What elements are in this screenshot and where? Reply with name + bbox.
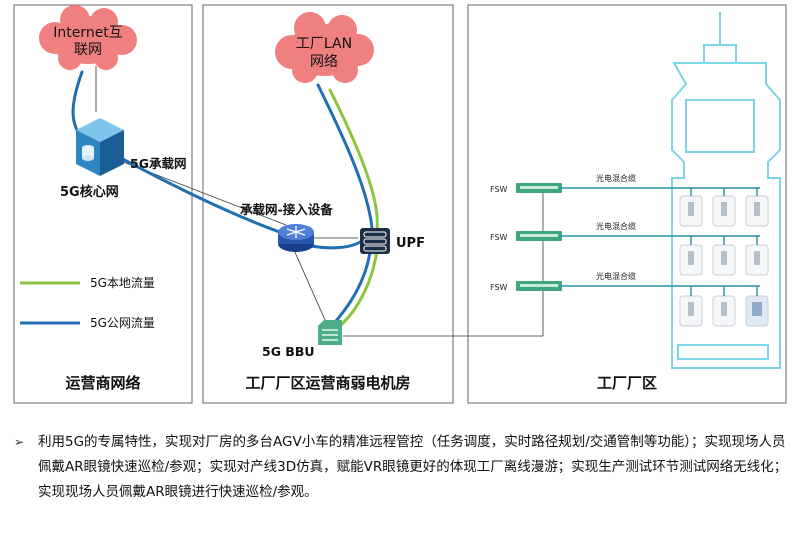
fsw-label-3: FSW [490, 283, 508, 292]
zone-operator-frame [13, 4, 193, 404]
bbu-label: 5G BBU [262, 344, 315, 359]
internet-cloud-label-line2: 联网 [74, 42, 102, 58]
cable-links [562, 187, 760, 296]
fsw-label-2: FSW [490, 233, 508, 242]
zone-factory-frame [467, 4, 787, 404]
blue-public-flow [71, 70, 374, 332]
lan-cloud-label-line2: 网络 [310, 54, 338, 70]
fsw-label-1: FSW [490, 185, 508, 194]
zone-operator-caption: 运营商网络 [65, 374, 140, 392]
5g-core-icon [76, 118, 124, 176]
thin-links [95, 66, 544, 337]
factory-building [671, 12, 781, 369]
core-label: 5G核心网 [60, 184, 119, 200]
legend-public-label: 5G公网流量 [90, 316, 155, 330]
zone-weak-room-frame [202, 4, 454, 404]
fsw-switch-ports [520, 186, 558, 287]
upf-label: UPF [396, 236, 425, 251]
access-point-antennas [688, 202, 762, 316]
lan-cloud-label-line1: 工厂LAN [296, 36, 352, 52]
bbu-icon [318, 320, 342, 345]
cable-label-3: 光电混合缆 [596, 271, 636, 281]
cable-label-2: 光电混合缆 [596, 221, 636, 231]
description-item: ➢ 利用5G的专属特性，实现对厂房的多台AGV小车的精准远程管控（任务调度，实时… [8, 430, 796, 505]
legend-local-label: 5G本地流量 [90, 276, 155, 290]
router-icon [278, 224, 314, 252]
description-text: 利用5G的专属特性，实现对厂房的多台AGV小车的精准远程管控（任务调度，实时路径… [38, 434, 788, 500]
zone-weak-room-caption: 工厂厂区运营商弱电机房 [245, 374, 410, 392]
internet-cloud-icon [39, 5, 137, 70]
internet-cloud-label-line1: Internet互 [53, 25, 123, 41]
cable-label-1: 光电混合缆 [596, 173, 636, 183]
upf-icon [360, 228, 390, 254]
lan-cloud-icon [275, 12, 374, 83]
network-diagram: Internet互 联网 工厂LAN 网络 [13, 4, 787, 404]
zone-factory-caption: 工厂厂区 [597, 374, 657, 392]
description-list: ➢ 利用5G的专属特性，实现对厂房的多台AGV小车的精准远程管控（任务调度，实时… [8, 430, 796, 505]
bearer-device-label: 承载网-接入设备 [240, 202, 333, 217]
bearer-net-label: 5G承载网 [130, 156, 186, 171]
arrow-bullet-icon: ➢ [14, 435, 25, 449]
